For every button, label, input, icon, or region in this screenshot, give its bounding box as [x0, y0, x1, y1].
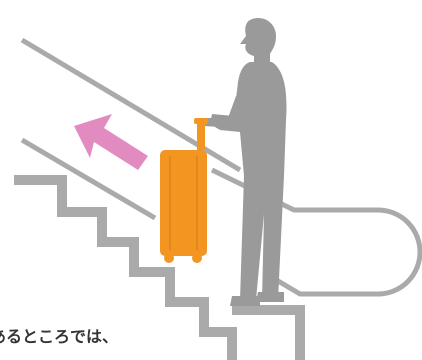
caption-text: があるところでは、 [0, 325, 200, 349]
direction-arrow-icon [74, 114, 148, 170]
person-silhouette-icon [200, 18, 286, 306]
suitcase-icon [160, 118, 208, 263]
